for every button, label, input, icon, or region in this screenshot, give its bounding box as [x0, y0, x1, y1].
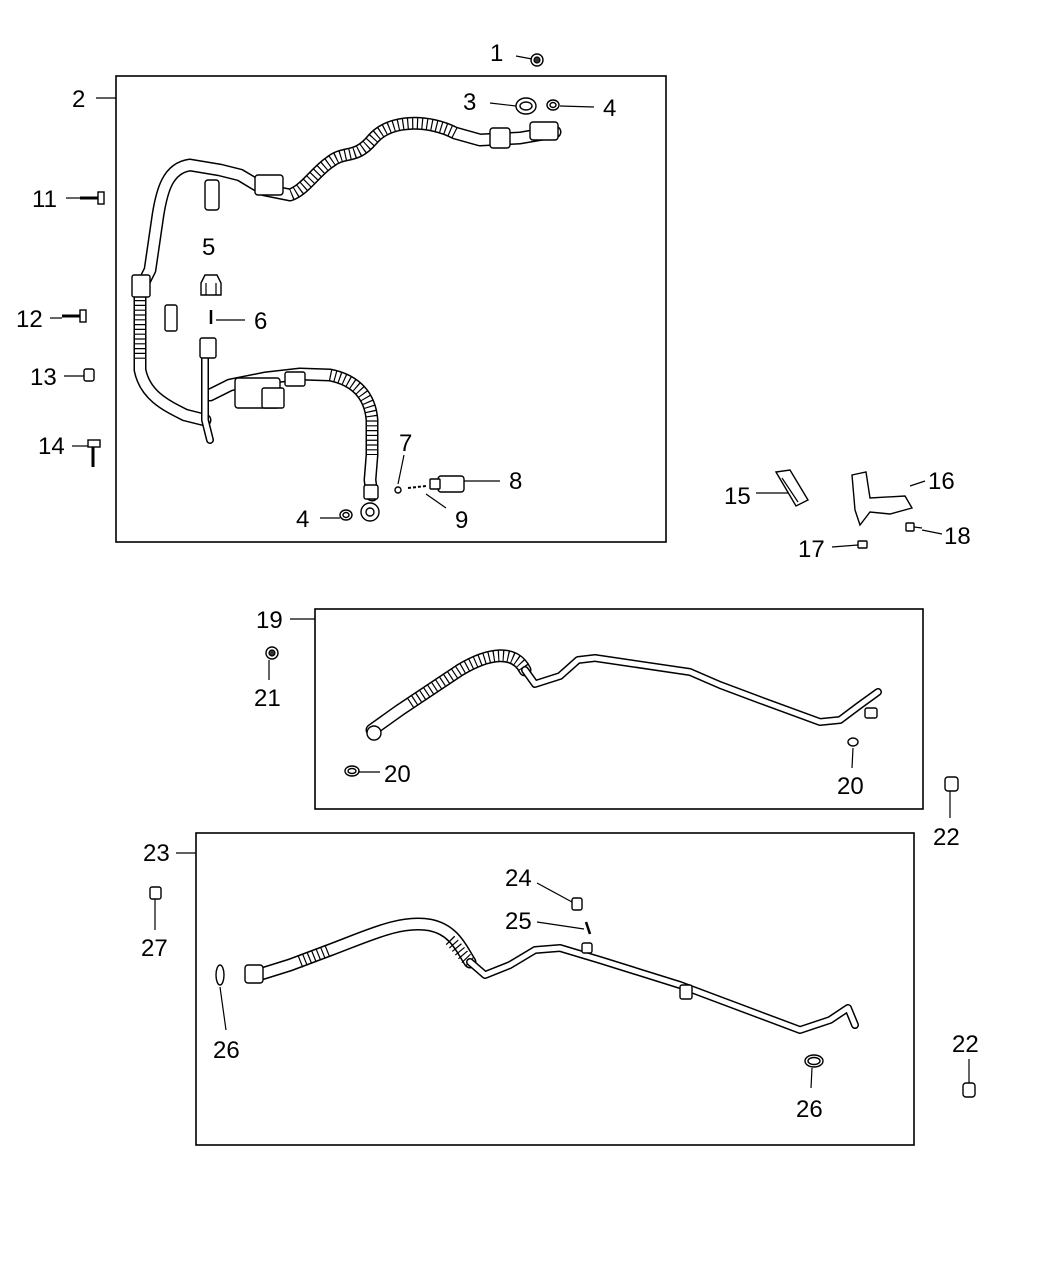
o-ring-part-4-top — [546, 99, 560, 111]
bracket-part-16 — [851, 471, 914, 527]
callout-7: 7 — [399, 430, 412, 457]
callout-3: 3 — [463, 89, 476, 116]
group-frame-2 — [115, 75, 667, 543]
o-ring-part-20-right — [847, 737, 859, 747]
callout-16: 16 — [928, 468, 955, 495]
cap-part-5 — [200, 274, 222, 296]
o-ring-part-20-left — [344, 765, 360, 777]
clip-part-15 — [774, 469, 809, 507]
callout-4-bottom: 4 — [296, 506, 309, 533]
suction-discharge-hose-assembly — [131, 116, 562, 522]
cap-part-27 — [149, 886, 162, 900]
callout-9: 9 — [455, 507, 468, 534]
callout-4-top: 4 — [603, 95, 616, 122]
callout-20-left: 20 — [384, 761, 411, 788]
pressure-switch-part-8 — [429, 475, 465, 493]
callout-20-right: 20 — [837, 773, 864, 800]
o-ring-part-26-right — [804, 1054, 824, 1068]
clip-part-13 — [83, 368, 95, 382]
callout-labels: 1 2 3 4 5 6 7 8 9 4 11 12 13 14 15 16 17… — [16, 40, 979, 1123]
line-assembly-23 — [244, 917, 859, 1034]
cap-part-24 — [571, 897, 583, 911]
leader-lines — [50, 55, 970, 1089]
callout-15: 15 — [724, 483, 751, 510]
bolt-part-17 — [857, 540, 868, 549]
callout-2: 2 — [72, 86, 85, 113]
group-frame-19 — [314, 608, 924, 810]
callout-23: 23 — [143, 840, 170, 867]
callout-26-right: 26 — [796, 1096, 823, 1123]
valve-core-part-25 — [584, 921, 592, 935]
bolt-part-14 — [87, 439, 101, 467]
nut-part-1 — [530, 53, 544, 67]
o-ring-part-7 — [394, 486, 402, 494]
nut-part-21 — [265, 646, 279, 660]
callout-1: 1 — [490, 40, 503, 67]
callout-24: 24 — [505, 865, 532, 892]
callout-17: 17 — [798, 536, 825, 563]
callout-22-top: 22 — [933, 824, 960, 851]
callout-22-bottom: 22 — [952, 1031, 979, 1058]
cap-part-22-top — [944, 776, 959, 792]
cap-part-22-bottom — [962, 1082, 976, 1098]
liquid-line-assembly-19 — [365, 649, 882, 741]
callout-14: 14 — [38, 433, 65, 460]
callout-8: 8 — [509, 468, 522, 495]
o-ring-part-26-left — [215, 964, 225, 986]
callout-11: 11 — [32, 186, 57, 213]
callout-18: 18 — [944, 523, 971, 550]
callout-25: 25 — [505, 908, 532, 935]
bolt-part-11 — [80, 191, 105, 205]
callout-19: 19 — [256, 607, 283, 634]
callout-12: 12 — [16, 306, 43, 333]
bolt-part-12 — [62, 309, 87, 323]
callout-21: 21 — [254, 685, 281, 712]
o-ring-part-9 — [407, 485, 427, 489]
callout-27: 27 — [141, 935, 168, 962]
gasket-part-3 — [515, 97, 537, 115]
callout-6: 6 — [254, 308, 267, 335]
bolt-part-18 — [905, 522, 923, 532]
callout-26-left: 26 — [213, 1037, 240, 1064]
callout-13: 13 — [30, 364, 57, 391]
group-frame-23 — [195, 832, 915, 1146]
o-ring-part-4-bottom — [339, 509, 353, 521]
callout-5: 5 — [202, 234, 215, 261]
